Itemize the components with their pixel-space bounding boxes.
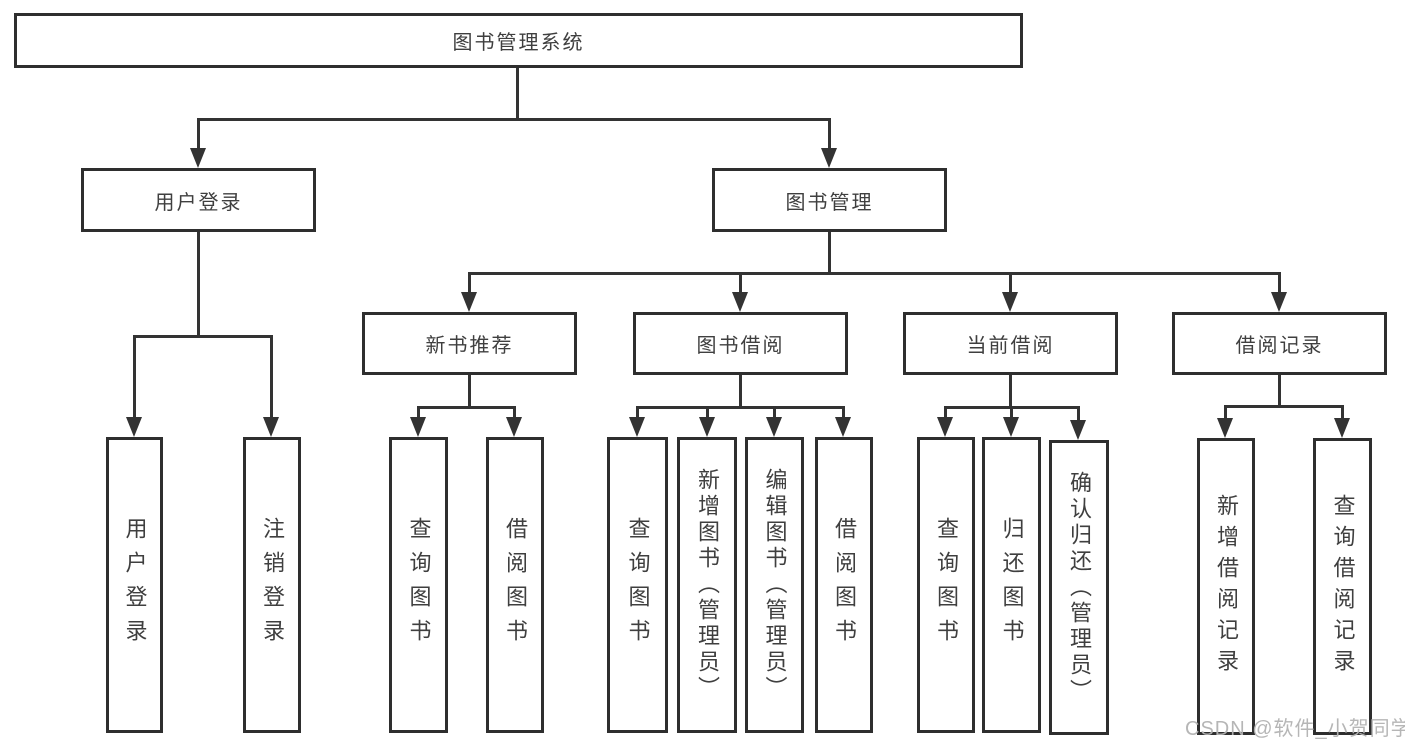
leaf-return-books-label: 归还图书 [999, 517, 1025, 653]
connector-line [773, 406, 776, 419]
arrow-down-icon [1070, 420, 1086, 440]
leaf-recommend-query-books: 查询图书 [389, 437, 448, 733]
leaf-return-books: 归还图书 [982, 437, 1041, 733]
connector-line [1077, 406, 1080, 421]
leaf-logout-label: 注销登录 [260, 517, 285, 653]
connector-line [1009, 272, 1012, 294]
leaf-borrow-books: 借阅图书 [815, 437, 873, 733]
connector-line [1009, 375, 1012, 409]
connector-line [516, 68, 519, 121]
leaf-confirm-return-admin-label: 确认归还（管理员） [1067, 470, 1092, 705]
node-user-login: 用户登录 [81, 168, 316, 232]
node-current-borrow-label: 当前借阅 [966, 335, 1055, 357]
arrow-down-icon [821, 148, 837, 168]
connector-line [1010, 406, 1013, 419]
arrow-down-icon [937, 417, 953, 437]
node-new-book-recommend: 新书推荐 [362, 312, 577, 375]
arrow-down-icon [766, 417, 782, 437]
leaf-borrow-query-books: 查询图书 [607, 437, 668, 733]
watermark-text: CSDN @软件_小贺同学 [1185, 718, 1405, 740]
leaf-recommend-borrow-books-label: 借阅图书 [503, 517, 528, 653]
connector-line [468, 272, 471, 294]
connector-line [739, 375, 742, 409]
arrow-down-icon [1217, 418, 1233, 438]
leaf-borrow-query-books-label: 查询图书 [625, 517, 651, 653]
arrow-down-icon [461, 292, 477, 312]
arrow-down-icon [263, 417, 279, 437]
connector-line [417, 406, 516, 409]
arrow-down-icon [126, 417, 142, 437]
connector-line [197, 118, 831, 121]
arrow-down-icon [1271, 292, 1287, 312]
arrow-down-icon [1002, 292, 1018, 312]
connector-line [739, 272, 742, 294]
connector-line [842, 406, 845, 419]
connector-line [636, 406, 845, 409]
connector-line [1224, 405, 1227, 419]
connector-line [133, 335, 273, 338]
node-borrow-records: 借阅记录 [1172, 312, 1387, 375]
leaf-recommend-query-books-label: 查询图书 [406, 517, 432, 653]
leaf-edit-books-admin-label: 编辑图书（管理员） [762, 468, 788, 702]
connector-line [197, 232, 200, 338]
leaf-query-borrow-record-label: 查询借阅记录 [1330, 493, 1356, 680]
leaf-confirm-return-admin: 确认归还（管理员） [1049, 440, 1109, 735]
arrow-down-icon [1334, 418, 1350, 438]
connector-line [944, 406, 947, 419]
node-book-management: 图书管理 [712, 168, 947, 232]
connector-line [417, 406, 420, 419]
node-borrow-records-label: 借阅记录 [1235, 335, 1324, 357]
leaf-query-borrow-record: 查询借阅记录 [1313, 438, 1372, 735]
connector-line [828, 118, 831, 150]
leaf-user-login-label: 用户登录 [122, 517, 148, 653]
arrow-down-icon [506, 417, 522, 437]
node-user-login-label: 用户登录 [154, 191, 243, 214]
leaf-recommend-borrow-books: 借阅图书 [486, 437, 544, 733]
connector-line [706, 406, 709, 419]
arrow-down-icon [629, 417, 645, 437]
connector-line [828, 232, 831, 275]
leaf-current-query-books-label: 查询图书 [934, 517, 959, 653]
connector-line [1224, 405, 1344, 408]
node-book-borrow: 图书借阅 [633, 312, 848, 375]
arrow-down-icon [835, 417, 851, 437]
node-book-management-label: 图书管理 [785, 191, 874, 214]
arrow-down-icon [732, 292, 748, 312]
connector-line [468, 375, 471, 409]
connector-line [1278, 375, 1281, 408]
connector-line [133, 335, 136, 419]
arrow-down-icon [410, 417, 426, 437]
connector-line [1341, 405, 1344, 419]
node-new-book-recommend-label: 新书推荐 [425, 335, 514, 357]
arrow-down-icon [1003, 417, 1019, 437]
node-current-borrow: 当前借阅 [903, 312, 1118, 375]
arrow-down-icon [699, 417, 715, 437]
leaf-edit-books-admin: 编辑图书（管理员） [745, 437, 804, 733]
leaf-user-login: 用户登录 [106, 437, 163, 733]
node-root-label: 图书管理系统 [452, 32, 585, 54]
leaf-logout: 注销登录 [243, 437, 301, 733]
leaf-add-books-admin-label: 新增图书（管理员） [695, 468, 720, 702]
connector-line [197, 118, 200, 150]
node-root: 图书管理系统 [14, 13, 1023, 68]
connector-line [513, 406, 516, 419]
leaf-add-books-admin: 新增图书（管理员） [677, 437, 737, 733]
leaf-add-borrow-record: 新增借阅记录 [1197, 438, 1255, 735]
leaf-borrow-books-label: 借阅图书 [832, 517, 857, 653]
connector-line [468, 272, 1281, 275]
leaf-add-borrow-record-label: 新增借阅记录 [1214, 493, 1239, 680]
leaf-current-query-books: 查询图书 [917, 437, 975, 733]
connector-line [270, 335, 273, 419]
node-book-borrow-label: 图书借阅 [696, 335, 785, 357]
arrow-down-icon [190, 148, 206, 168]
connector-line [636, 406, 639, 419]
connector-line [1278, 272, 1281, 294]
